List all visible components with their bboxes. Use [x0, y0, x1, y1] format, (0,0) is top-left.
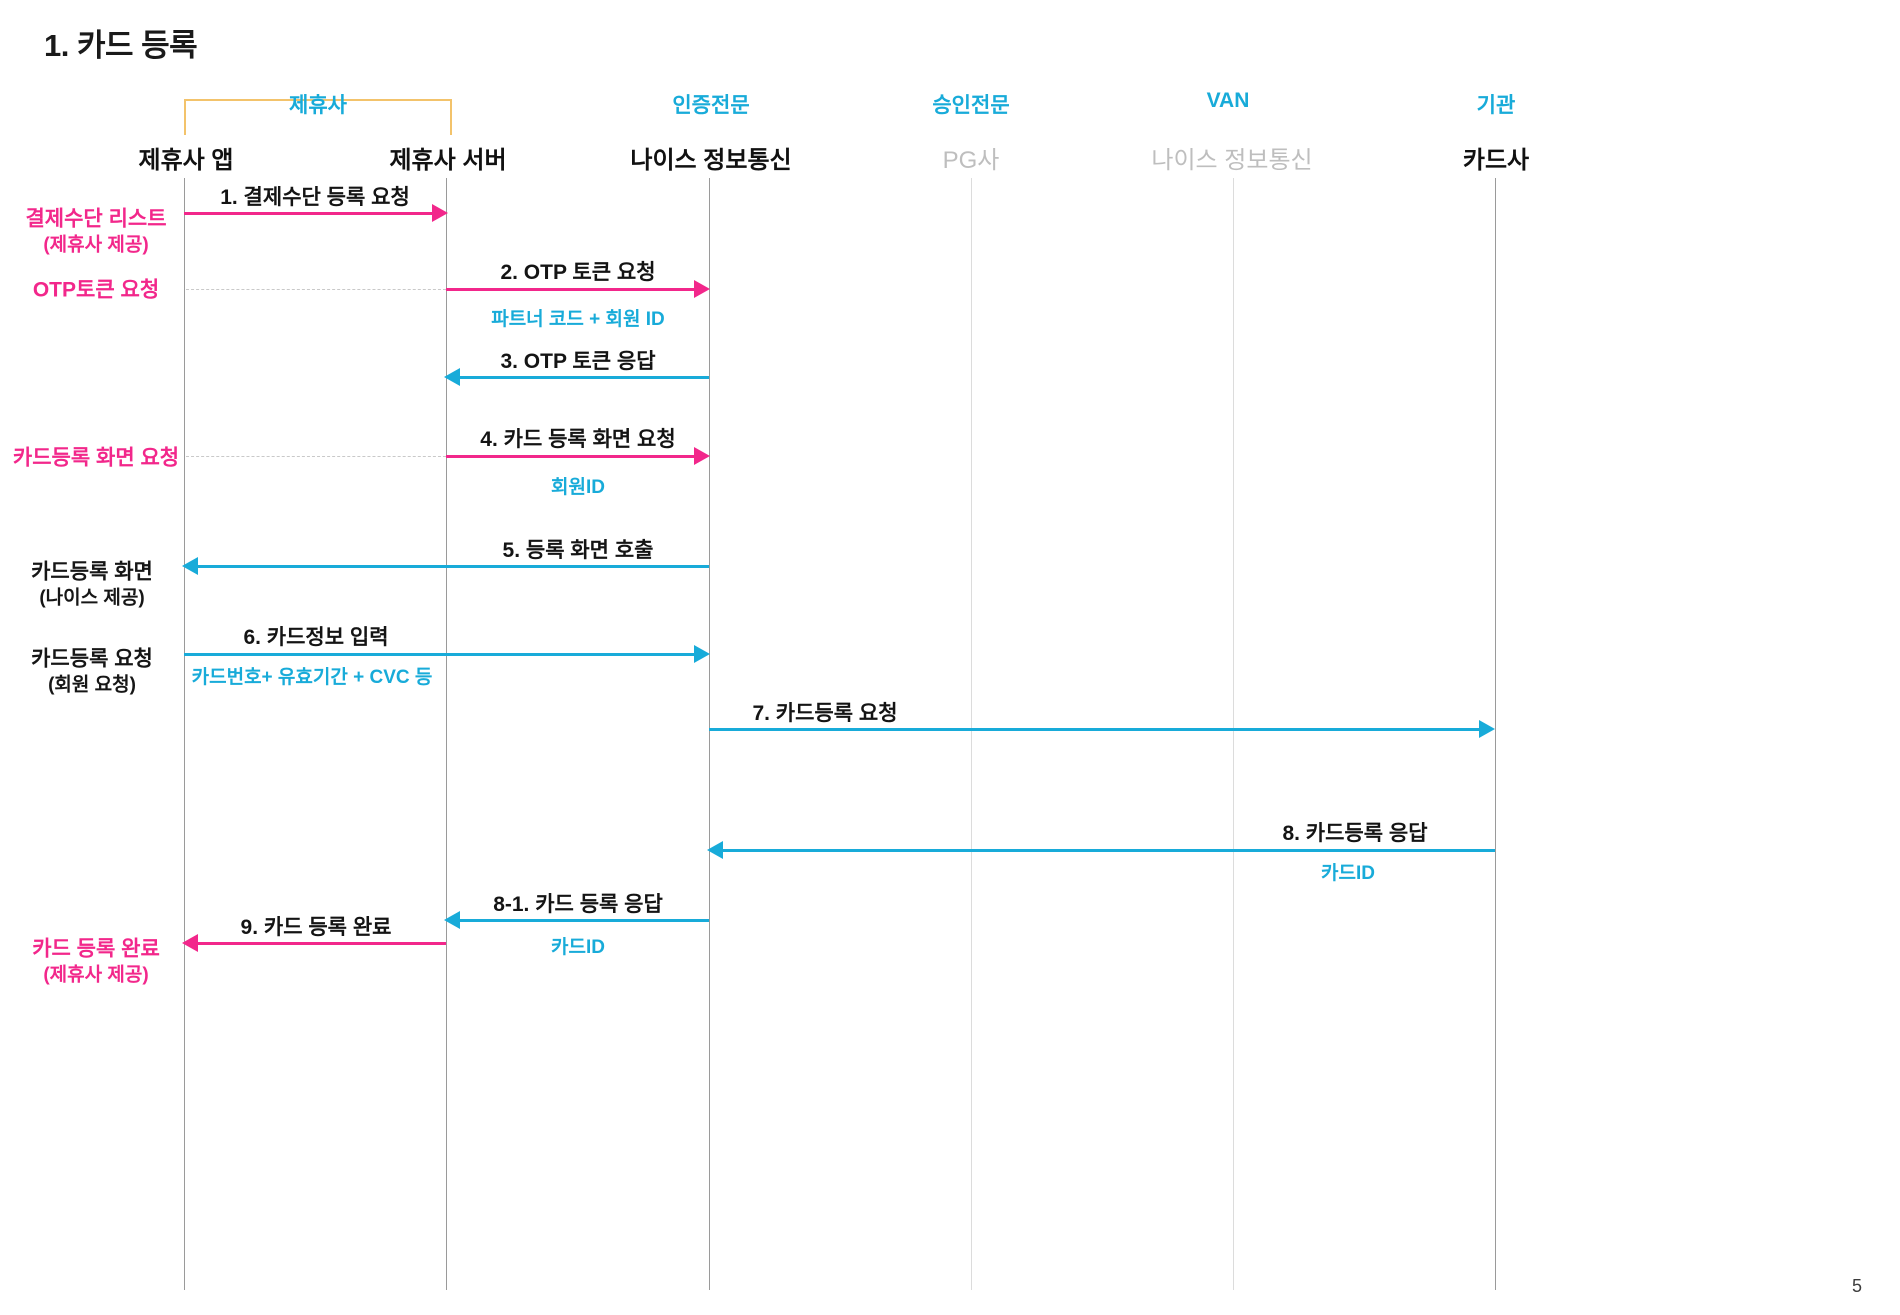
side-note-sub: (제휴사 제공) [43, 964, 149, 986]
group-label-issuer: 기관 [1476, 94, 1516, 117]
message-arrowhead-5 [182, 557, 198, 575]
message-arrow-5 [198, 565, 709, 568]
message-arrowhead-2 [694, 280, 710, 298]
participant-partner-app: 제휴사 앱 [138, 147, 234, 174]
lifeline-pg [971, 178, 972, 1290]
participant-nice-van: 나이스 정보통신 [1151, 147, 1313, 174]
message-arrow-7 [709, 728, 1479, 731]
group-label-approval: 승인전문 [932, 94, 1010, 117]
group-label-partner: 제휴사 [289, 94, 347, 117]
side-note-card-form-request: 카드등록 화면 요청 [13, 446, 179, 473]
side-note-card-form-screen: 카드등록 화면 (나이스 제공) [31, 559, 153, 610]
dashed-connector-otp [186, 289, 446, 290]
group-label-van: VAN [1206, 89, 1250, 112]
message-arrowhead-6 [694, 645, 710, 663]
message-caption-1: 1. 결제수단 등록 요청 [220, 186, 410, 209]
message-arrow-8-1 [460, 919, 709, 922]
lifeline-nice-auth [709, 178, 710, 1290]
side-note-main: OTP토큰 요청 [32, 278, 160, 302]
message-arrowhead-1 [432, 204, 448, 222]
side-note-main: 카드 등록 완료 [32, 937, 160, 961]
message-arrow-8 [723, 849, 1495, 852]
side-note-sub: (제휴사 제공) [43, 234, 149, 256]
lifeline-card-issuer [1495, 178, 1496, 1290]
message-arrowhead-7 [1479, 720, 1495, 738]
participant-partner-server: 제휴사 서버 [389, 147, 507, 174]
lifeline-partner-server [446, 178, 447, 1290]
message-caption-6: 6. 카드정보 입력 [243, 626, 389, 649]
side-note-main: 결제수단 리스트 [25, 207, 167, 231]
side-note-payment-list: 결제수단 리스트 (제휴사 제공) [25, 206, 166, 257]
side-note-card-register-request: 카드등록 요청 (회원 요청) [31, 646, 153, 697]
message-caption-2: 2. OTP 토큰 요청 [500, 261, 656, 284]
message-arrow-6 [184, 653, 695, 656]
message-caption-4: 4. 카드 등록 화면 요청 [480, 428, 676, 451]
participant-pg: PG사 [942, 147, 1000, 174]
message-arrow-1 [184, 212, 432, 215]
message-sub-8-1: 카드ID [551, 937, 605, 958]
message-sub-8: 카드ID [1321, 863, 1375, 884]
message-caption-5: 5. 등록 화면 호출 [502, 539, 654, 562]
side-note-sub: (회원 요청) [48, 674, 136, 696]
message-caption-3: 3. OTP 토큰 응답 [500, 350, 656, 373]
participant-card-issuer: 카드사 [1462, 147, 1530, 174]
message-arrowhead-4 [694, 447, 710, 465]
dashed-connector-cardform [186, 456, 446, 457]
message-arrowhead-3 [444, 368, 460, 386]
lifeline-nice-van [1233, 178, 1234, 1290]
side-note-card-register-complete: 카드 등록 완료 (제휴사 제공) [32, 936, 160, 987]
participant-nice-auth: 나이스 정보통신 [630, 147, 792, 174]
message-caption-8: 8. 카드등록 응답 [1282, 822, 1428, 845]
side-note-sub: (나이스 제공) [39, 587, 145, 609]
message-caption-8-1: 8-1. 카드 등록 응답 [493, 893, 663, 916]
message-arrow-4 [446, 455, 695, 458]
message-arrowhead-8-1 [444, 911, 460, 929]
message-arrow-3 [460, 376, 709, 379]
message-caption-7: 7. 카드등록 요청 [752, 702, 898, 725]
side-note-main: 카드등록 화면 요청 [12, 446, 180, 470]
message-caption-9: 9. 카드 등록 완료 [240, 916, 392, 939]
group-label-auth: 인증전문 [672, 94, 750, 117]
side-note-main: 카드등록 화면 [31, 560, 153, 584]
message-sub-4: 회원ID [551, 477, 605, 498]
message-arrow-2 [446, 288, 695, 291]
lifeline-partner-app [184, 178, 185, 1290]
message-arrowhead-8 [707, 841, 723, 859]
page-title: 1. 카드 등록 [44, 28, 198, 63]
side-note-main: 카드등록 요청 [31, 647, 153, 671]
message-sub-6: 카드번호+ 유효기간 + CVC 등 [191, 667, 433, 688]
page-number: 5 [1851, 1276, 1862, 1296]
group-bracket-partner [184, 99, 452, 135]
side-note-otp-request: OTP토큰 요청 [33, 278, 159, 305]
message-arrow-9 [198, 942, 446, 945]
message-sub-2: 파트너 코드 + 회원 ID [491, 309, 665, 330]
message-arrowhead-9 [182, 934, 198, 952]
